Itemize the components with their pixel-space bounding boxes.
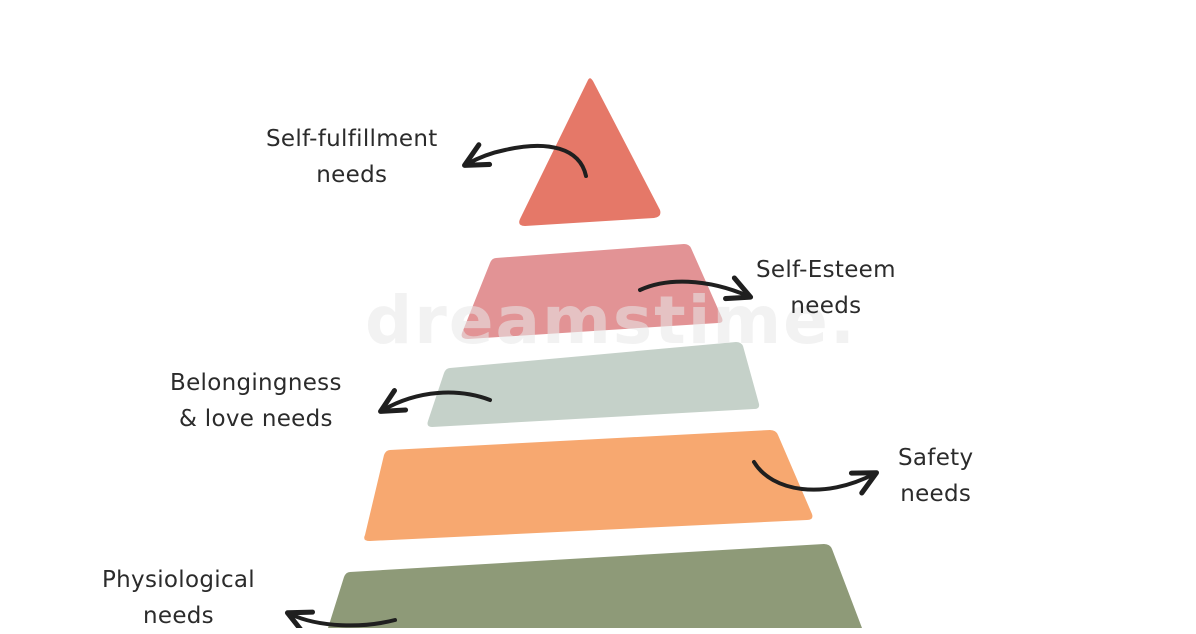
arrow-self-fulfillment (462, 142, 588, 178)
label-belongingness-line2: & love needs (178, 406, 333, 432)
label-belongingness-line1: Belongingness (170, 370, 342, 396)
tier-safety (364, 430, 813, 541)
watermark-text: dreamstime. (365, 282, 857, 359)
tier-self-esteem (461, 244, 723, 339)
arrow-self-esteem (638, 275, 754, 302)
label-self-fulfillment: Self-fulfillment needs (266, 121, 438, 193)
label-physiological: Physiological needs (102, 562, 255, 634)
tier-belongingness (427, 342, 760, 427)
label-self-fulfillment-line1: Self-fulfillment (266, 126, 438, 152)
label-self-esteem-line2: needs (790, 293, 862, 319)
label-safety-line2: needs (900, 481, 972, 507)
label-self-esteem-line1: Self-Esteem (756, 257, 896, 283)
arrow-physiological (284, 609, 397, 628)
label-physiological-line2: needs (143, 603, 214, 629)
label-safety: Safety needs (898, 440, 973, 512)
label-self-fulfillment-line2: needs (316, 162, 388, 188)
tier-physiological (328, 544, 862, 628)
label-physiological-line1: Physiological (102, 567, 255, 593)
arrow-safety (752, 460, 880, 496)
label-self-esteem: Self-Esteem needs (756, 252, 896, 324)
label-safety-line1: Safety (898, 445, 974, 471)
label-belongingness: Belongingness & love needs (170, 365, 342, 437)
tier-self-fulfillment (519, 78, 661, 226)
arrow-belongingness (378, 388, 492, 414)
